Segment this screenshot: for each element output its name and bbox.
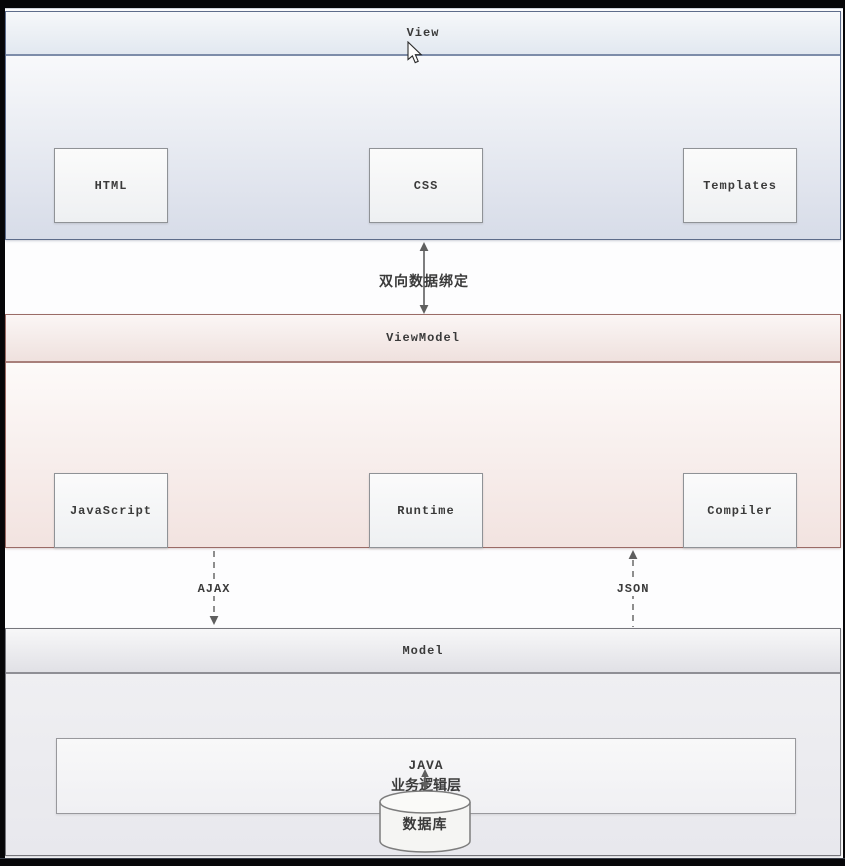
javascript-box: JavaScript xyxy=(54,473,168,548)
mouse-cursor-icon xyxy=(407,41,423,64)
javascript-box-label: JavaScript xyxy=(69,503,152,518)
html-box: HTML xyxy=(54,148,168,223)
runtime-box: Runtime xyxy=(369,473,483,548)
viewmodel-section: ViewModel JavaScript Runtime Compiler xyxy=(5,314,841,548)
view-section-body: HTML CSS Templates xyxy=(6,56,840,239)
css-box: CSS xyxy=(369,148,483,223)
letterbox-right xyxy=(843,8,845,858)
viewmodel-section-title: ViewModel xyxy=(386,331,460,345)
css-box-label: CSS xyxy=(413,178,439,193)
templates-box: Templates xyxy=(683,148,797,223)
model-section-title: Model xyxy=(402,643,444,658)
runtime-box-label: Runtime xyxy=(397,503,455,518)
database-label: 数据库 xyxy=(402,816,448,832)
view-section: View HTML CSS Templates xyxy=(5,11,841,240)
java-logic-box-line1: JAVA xyxy=(408,757,444,773)
letterbox-bottom xyxy=(0,858,845,866)
two-way-binding-label: 双向数据绑定 xyxy=(379,273,469,289)
viewmodel-section-body: JavaScript Runtime Compiler xyxy=(6,363,840,548)
letterbox-top xyxy=(0,0,845,9)
view-section-header: View xyxy=(6,12,840,56)
compiler-box-label: Compiler xyxy=(707,503,773,518)
java-logic-box-line2: 业务逻辑层 xyxy=(391,776,461,793)
view-section-title: View xyxy=(406,26,440,40)
compiler-box: Compiler xyxy=(683,473,797,548)
templates-box-label: Templates xyxy=(703,178,777,193)
ajax-label: AJAX xyxy=(186,582,242,596)
json-label: JSON xyxy=(605,582,661,596)
html-box-label: HTML xyxy=(94,178,128,193)
java-logic-box: JAVA 业务逻辑层 xyxy=(56,738,796,814)
letterbox-left xyxy=(0,8,5,858)
viewmodel-section-header: ViewModel xyxy=(6,315,840,363)
model-section-header: Model xyxy=(6,629,840,674)
